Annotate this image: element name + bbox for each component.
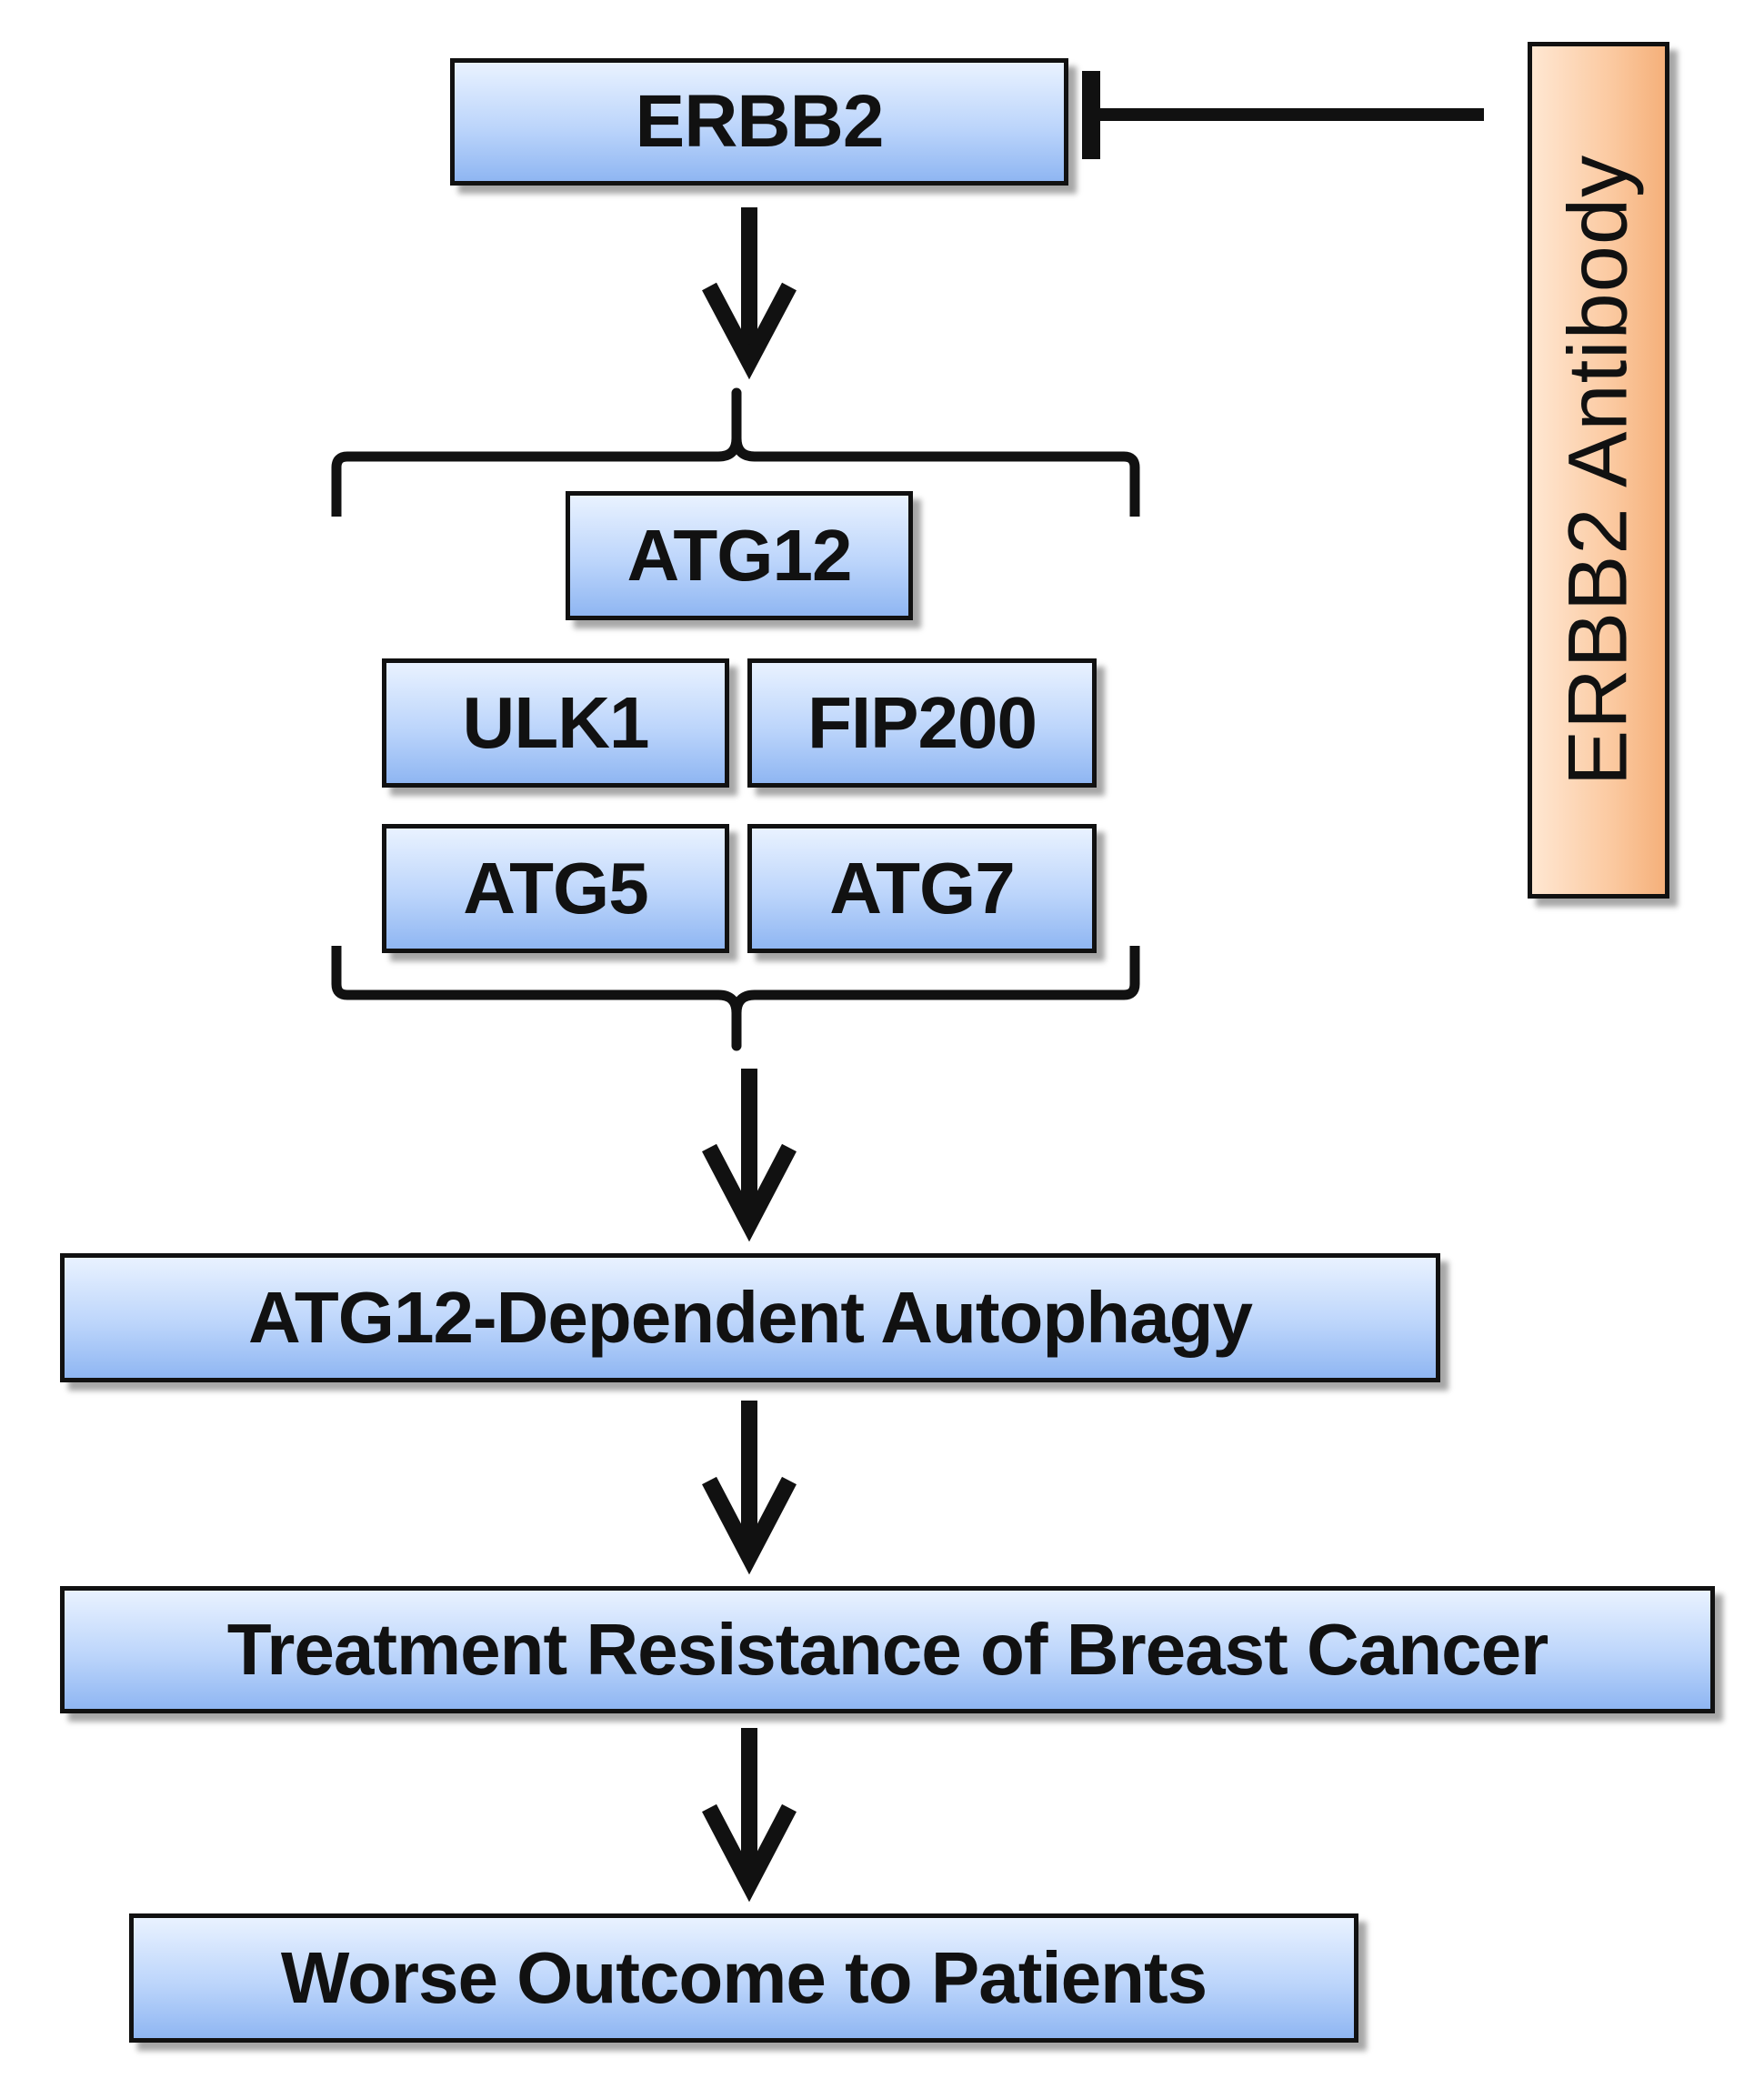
node-atg7: ATG7 [747,824,1097,953]
node-ulk1: ULK1 [382,658,729,788]
node-erbb2: ERBB2 [450,58,1068,186]
node-atg5: ATG5 [382,824,729,953]
node-autophagy: ATG12-Dependent Autophagy [60,1253,1440,1382]
arrow-autophagy-to-resistance [702,1401,797,1575]
node-outcome-label: Worse Outcome to Patients [280,1937,1208,2018]
arrow-group-to-autophagy [702,1069,797,1242]
node-atg12-label: ATG12 [626,515,853,596]
node-ulk1-label: ULK1 [462,682,650,763]
node-erbb2-label: ERBB2 [635,80,885,163]
node-outcome: Worse Outcome to Patients [129,1913,1358,2043]
node-atg12: ATG12 [566,491,913,620]
brace-bottom [331,946,1140,1051]
node-resistance: Treatment Resistance of Breast Cancer [60,1586,1715,1713]
node-atg5-label: ATG5 [463,848,648,929]
node-resistance-label: Treatment Resistance of Breast Cancer [226,1609,1549,1690]
node-fip200: FIP200 [747,658,1097,788]
node-erbb2-antibody: ERBB2 Antibody [1528,42,1669,899]
arrow-erbb2-to-group [702,207,797,380]
antibody-label: ERBB2 Antibody [1551,154,1645,787]
node-autophagy-label: ATG12-Dependent Autophagy [248,1277,1253,1358]
brace-top [331,387,1140,517]
node-fip200-label: FIP200 [807,682,1037,763]
node-atg7-label: ATG7 [829,848,1015,929]
arrow-resistance-to-outcome [702,1728,797,1903]
